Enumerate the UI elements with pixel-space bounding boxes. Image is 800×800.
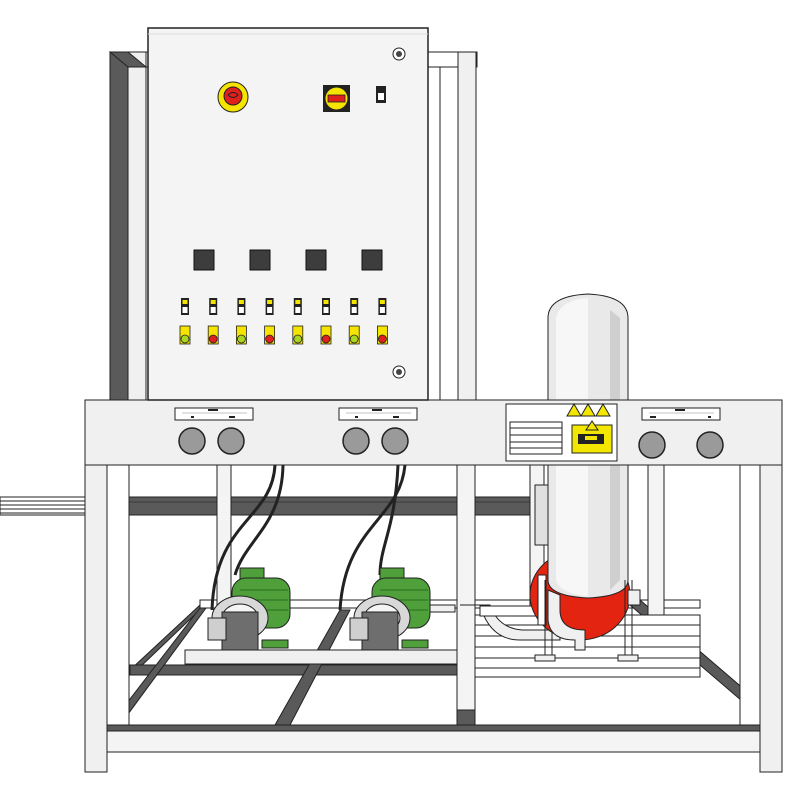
control-cabinet — [147, 27, 429, 401]
indicator-lamp-3 — [235, 325, 247, 345]
pump-2-stop-knob[interactable] — [381, 427, 409, 455]
warning-triangle-icon — [580, 403, 596, 417]
control-panel-1 — [174, 407, 254, 455]
indicator-lamp-7 — [348, 325, 360, 345]
display-3 — [305, 249, 327, 271]
control-panel-2 — [338, 407, 418, 455]
indicator-lamp-1 — [179, 325, 191, 345]
frame-legs — [84, 399, 783, 773]
display-4 — [361, 249, 383, 271]
warning-triangle-icon — [566, 403, 582, 417]
indicator-lamp-5 — [292, 325, 304, 345]
warning-triangle-icon — [595, 403, 611, 417]
indicator-lamp-4 — [264, 325, 276, 345]
toggle-switch-7[interactable] — [350, 298, 359, 315]
toggle-switch-6[interactable] — [322, 298, 330, 315]
toggle-switch-1[interactable] — [181, 298, 189, 315]
vessel-control-knob-right[interactable] — [696, 431, 724, 459]
indicator-lamp-6 — [320, 325, 332, 345]
front-bottom-rail — [106, 724, 761, 753]
main-disconnect-switch[interactable] — [323, 85, 350, 112]
toggle-switch-5[interactable] — [293, 298, 302, 315]
toggle-switch-3[interactable] — [237, 298, 246, 315]
control-panel-3 — [638, 407, 724, 459]
cabinet-lock-top[interactable] — [392, 47, 406, 61]
pump-2-start-knob[interactable] — [342, 427, 370, 455]
indicator-lamp-8 — [376, 325, 388, 345]
indicator-lamp-2 — [207, 325, 219, 345]
indicator-array — [179, 298, 388, 345]
cabinet-lock-bottom[interactable] — [392, 365, 406, 379]
display-1 — [193, 249, 215, 271]
warning-triangle-icon — [585, 420, 599, 431]
warning-plate — [505, 403, 618, 462]
vessel-control-knob-left[interactable] — [638, 431, 666, 459]
pump-2 — [349, 567, 456, 651]
toggle-switch-2[interactable] — [209, 298, 218, 315]
selector-switch[interactable] — [376, 86, 386, 103]
emergency-stop-button[interactable] — [217, 81, 249, 113]
pump-1 — [207, 567, 291, 651]
pump-1-stop-knob[interactable] — [217, 427, 245, 455]
toggle-switch-8[interactable] — [378, 298, 387, 315]
toggle-switch-4[interactable] — [265, 298, 274, 315]
pump-1-start-knob[interactable] — [178, 427, 206, 455]
display-2 — [249, 249, 271, 271]
pump-cables — [210, 464, 407, 611]
